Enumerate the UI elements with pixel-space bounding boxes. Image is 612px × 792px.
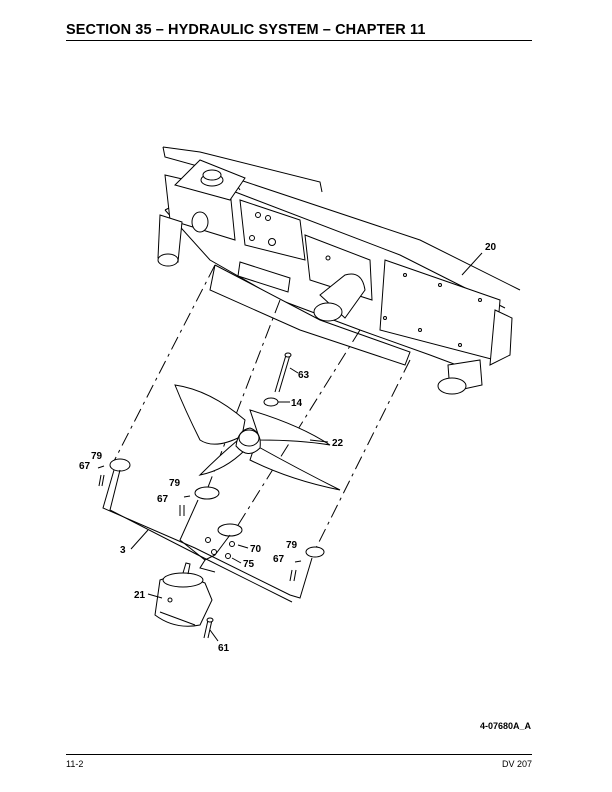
callout-22: 22 bbox=[332, 438, 344, 449]
callout-67c: 67 bbox=[273, 554, 285, 565]
callout-67a: 67 bbox=[79, 461, 91, 472]
callout-20: 20 bbox=[485, 242, 497, 253]
figure-id: 4-07680A_A bbox=[480, 721, 532, 731]
callout-63: 63 bbox=[298, 370, 310, 381]
callout-79b: 79 bbox=[169, 478, 181, 489]
document-code: DV 207 bbox=[501, 759, 532, 769]
leader-lines bbox=[130, 252, 483, 642]
callout-14: 14 bbox=[291, 398, 303, 409]
callout-79a: 79 bbox=[91, 451, 103, 462]
bolt-63 bbox=[274, 352, 292, 393]
footer-divider bbox=[66, 754, 532, 755]
header-divider bbox=[66, 40, 532, 41]
fasteners bbox=[97, 465, 302, 582]
page-number: 11-2 bbox=[66, 759, 84, 769]
callout-67b: 67 bbox=[157, 494, 169, 505]
washer-14 bbox=[263, 397, 279, 407]
callout-21: 21 bbox=[134, 590, 146, 601]
callout-70: 70 bbox=[250, 544, 262, 555]
page-title: SECTION 35 – HYDRAULIC SYSTEM – CHAPTER … bbox=[66, 22, 426, 38]
bracket-3 bbox=[102, 458, 325, 603]
callout-79c: 79 bbox=[286, 540, 298, 551]
motor-21 bbox=[154, 562, 213, 627]
tank-assembly bbox=[157, 146, 521, 395]
screw-61 bbox=[203, 617, 214, 639]
callout-61: 61 bbox=[218, 643, 230, 654]
callout-75: 75 bbox=[243, 559, 255, 570]
fan-22 bbox=[174, 384, 341, 491]
callout-3: 3 bbox=[120, 545, 126, 556]
